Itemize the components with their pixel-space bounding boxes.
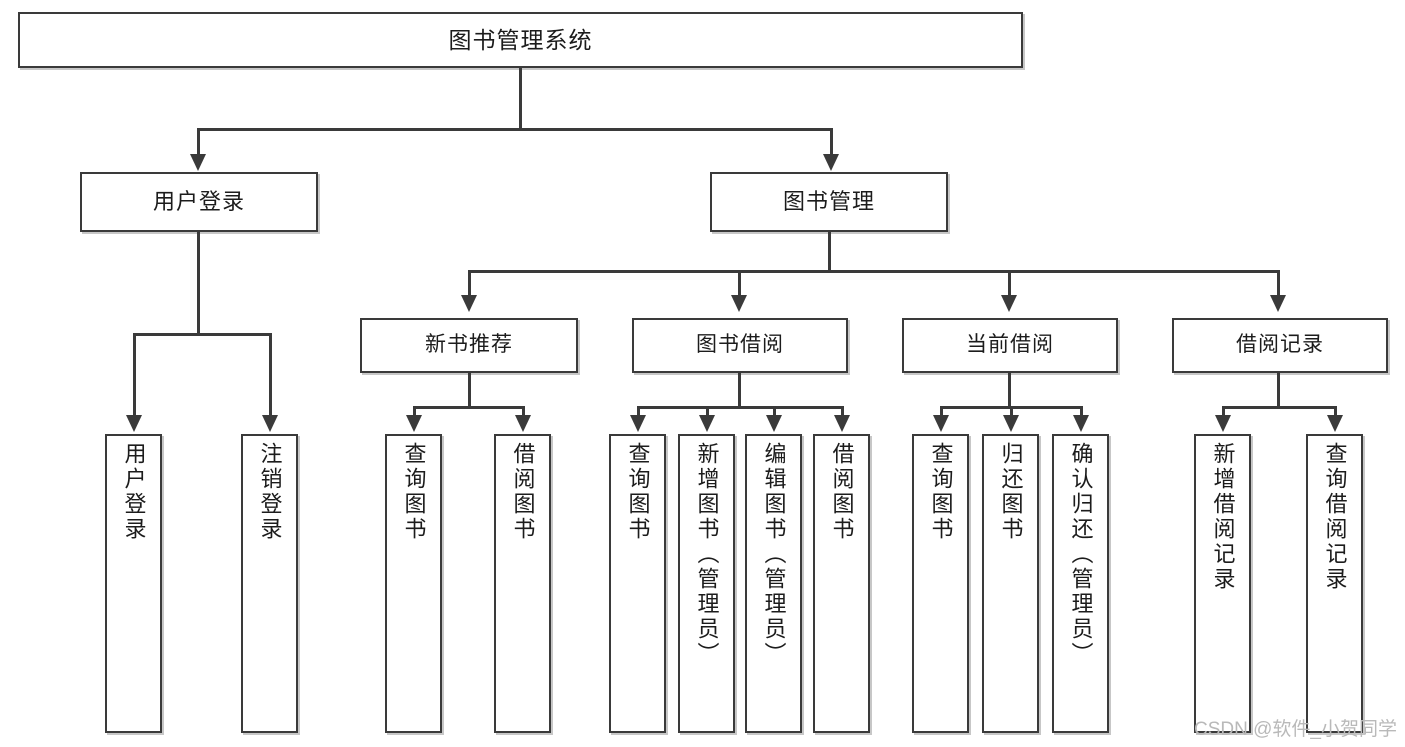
node-label: 查询图书: [401, 442, 427, 542]
connector-user-login-bus: [133, 333, 270, 336]
leaf-cb-query-book[interactable]: 查询图书: [912, 434, 969, 733]
connector-level2-bus: [197, 128, 833, 131]
node-label: 查询借阅记录: [1322, 442, 1348, 592]
node-book-borrow[interactable]: 图书借阅: [632, 318, 848, 373]
arrowhead-br-query: [1327, 415, 1343, 432]
connector-drop-nb-borrow: [522, 406, 525, 418]
connector-drop-nb-query: [413, 406, 416, 418]
arrowhead-br-add: [1215, 415, 1231, 432]
arrowhead-leaf-logout: [262, 415, 278, 432]
node-label: 新书推荐: [425, 333, 513, 357]
connector-drop-bb-add: [706, 406, 709, 418]
connector-drop-br-query: [1334, 406, 1337, 418]
connector-book-manage-stem: [828, 232, 831, 272]
node-label: 确认归还（管理员）: [1068, 442, 1094, 667]
arrowhead-borrow-record: [1270, 295, 1286, 312]
connector-borrow-record-bus: [1222, 406, 1337, 409]
node-label: 编辑图书（管理员）: [761, 442, 787, 667]
arrowhead-new-book: [461, 295, 477, 312]
csdn-watermark: CSDN @软件_小贺同学: [1194, 719, 1397, 740]
connector-book-borrow-stem: [738, 373, 741, 408]
connector-drop-user-login: [197, 128, 200, 156]
arrowhead-bb-edit: [766, 415, 782, 432]
leaf-cb-return-book[interactable]: 归还图书: [982, 434, 1039, 733]
leaf-cb-confirm-return[interactable]: 确认归还（管理员）: [1052, 434, 1109, 733]
arrowhead-book-manage: [823, 154, 839, 171]
arrowhead-cb-confirm: [1073, 415, 1089, 432]
leaf-bb-query-book[interactable]: 查询图书: [609, 434, 666, 733]
node-label: 借阅记录: [1236, 333, 1324, 357]
arrowhead-bb-borrow: [834, 415, 850, 432]
connector-drop-bb-query: [637, 406, 640, 418]
node-label: 查询图书: [928, 442, 954, 542]
arrowhead-cb-return: [1003, 415, 1019, 432]
connector-drop-bb-edit: [773, 406, 776, 418]
connector-book-borrow-bus: [637, 406, 844, 409]
connector-drop-leaf-user-login: [133, 333, 136, 418]
connector-current-borrow-stem: [1008, 373, 1011, 408]
node-label: 借阅图书: [829, 442, 855, 542]
leaf-nb-query-book[interactable]: 查询图书: [385, 434, 442, 733]
connector-new-book-stem: [468, 373, 471, 408]
connector-drop-bb-borrow: [841, 406, 844, 418]
node-label: 当前借阅: [966, 333, 1054, 357]
node-label: 注销登录: [257, 442, 283, 542]
connector-drop-new-book: [468, 270, 471, 298]
node-book-manage[interactable]: 图书管理: [710, 172, 948, 232]
leaf-bb-borrow-book[interactable]: 借阅图书: [813, 434, 870, 733]
arrowhead-nb-query: [406, 415, 422, 432]
leaf-bb-edit-book[interactable]: 编辑图书（管理员）: [745, 434, 802, 733]
node-new-book-recommend[interactable]: 新书推荐: [360, 318, 578, 373]
arrowhead-leaf-user-login: [126, 415, 142, 432]
connector-user-login-stem: [197, 232, 200, 335]
node-borrow-record[interactable]: 借阅记录: [1172, 318, 1388, 373]
arrowhead-user-login: [190, 154, 206, 171]
connector-drop-leaf-logout: [269, 333, 272, 418]
leaf-bb-add-book[interactable]: 新增图书（管理员）: [678, 434, 735, 733]
node-label: 新增图书（管理员）: [694, 442, 720, 667]
connector-new-book-bus: [413, 406, 525, 409]
node-root-system[interactable]: 图书管理系统: [18, 12, 1023, 68]
leaf-user-login[interactable]: 用户登录: [105, 434, 162, 733]
node-label: 查询图书: [625, 442, 651, 542]
node-label: 用户登录: [152, 189, 245, 215]
leaf-nb-borrow-book[interactable]: 借阅图书: [494, 434, 551, 733]
connector-borrow-record-stem: [1277, 373, 1280, 408]
node-current-borrow[interactable]: 当前借阅: [902, 318, 1118, 373]
connector-drop-cb-confirm: [1080, 406, 1083, 418]
connector-drop-br-add: [1222, 406, 1225, 418]
connector-drop-book-borrow: [738, 270, 741, 298]
node-label: 归还图书: [998, 442, 1024, 542]
arrowhead-book-borrow: [731, 295, 747, 312]
connector-book-manage-bus: [468, 270, 1280, 273]
connector-root-stem: [519, 68, 522, 130]
node-label: 图书借阅: [696, 333, 784, 357]
arrowhead-cb-query: [933, 415, 949, 432]
connector-drop-book-manage: [830, 128, 833, 156]
arrowhead-current-borrow: [1001, 295, 1017, 312]
node-label: 用户登录: [121, 442, 147, 542]
node-label: 新增借阅记录: [1210, 442, 1236, 592]
arrowhead-bb-add: [699, 415, 715, 432]
connector-drop-borrow-record: [1277, 270, 1280, 298]
node-label: 借阅图书: [510, 442, 536, 542]
node-label: 图书管理系统: [448, 26, 593, 53]
node-label: 图书管理: [782, 189, 875, 215]
node-user-login[interactable]: 用户登录: [80, 172, 318, 232]
arrowhead-bb-query: [630, 415, 646, 432]
connector-drop-cb-return: [1010, 406, 1013, 418]
leaf-logout[interactable]: 注销登录: [241, 434, 298, 733]
leaf-br-query-record[interactable]: 查询借阅记录: [1306, 434, 1363, 733]
leaf-br-add-record[interactable]: 新增借阅记录: [1194, 434, 1251, 733]
connector-drop-cb-query: [940, 406, 943, 418]
arrowhead-nb-borrow: [515, 415, 531, 432]
connector-drop-current-borrow: [1008, 270, 1011, 298]
